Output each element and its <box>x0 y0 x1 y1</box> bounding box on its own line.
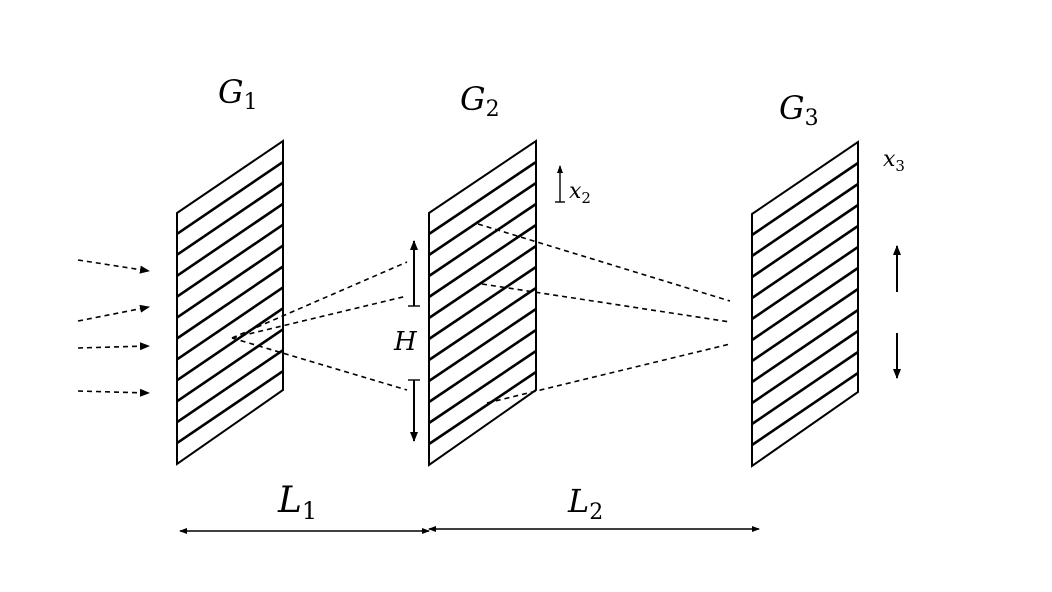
grating-g3-slit <box>751 245 859 321</box>
ray-g2-lower <box>486 343 731 404</box>
grating-g2-slit <box>428 160 537 236</box>
incident-ray-2 <box>77 304 150 322</box>
grating-g3-slit <box>751 308 859 384</box>
ray-g2-middle <box>481 283 731 323</box>
incident-ray-4 <box>77 388 150 397</box>
diffraction-rays-l2 <box>477 223 731 404</box>
grating-g1-slits <box>176 160 284 445</box>
grating-g1-slit <box>176 181 284 256</box>
x2-shift-marker: x2 <box>555 165 591 207</box>
grating-g3-slit <box>751 203 859 279</box>
h-label: H <box>393 327 418 357</box>
grating-g2-label: G2 <box>460 80 500 122</box>
distance-l2: L2 <box>428 482 760 532</box>
grating-g3-slit <box>751 266 859 342</box>
l2-label: L2 <box>567 482 603 525</box>
grating-g2 <box>428 139 537 467</box>
grating-g2-slit <box>428 181 537 257</box>
grating-g1-frame <box>176 139 284 466</box>
grating-g3-slit <box>751 224 859 300</box>
grating-g3-slits <box>751 161 859 447</box>
grating-g1 <box>176 139 284 466</box>
grating-g1-slit <box>176 307 284 382</box>
ray-g2-upper <box>477 223 731 302</box>
grating-g1-slit <box>176 328 284 403</box>
grating-g2-slit <box>428 202 537 278</box>
ray-g1-middle <box>231 295 408 339</box>
grating-g3-slit <box>751 371 859 447</box>
distance-l1: L1 <box>179 480 430 534</box>
l1-label: L1 <box>277 480 317 525</box>
grating-g3-slit <box>751 161 859 237</box>
ray-g1-upper <box>231 261 408 339</box>
grating-g2-slit <box>428 265 537 341</box>
grating-g2-slit <box>428 328 537 404</box>
grating-g1-slit <box>176 202 284 277</box>
incident-ray-1 <box>77 259 150 274</box>
diffraction-rays-l1 <box>231 261 408 391</box>
grating-g2-slits <box>428 160 537 446</box>
x3-shift-marker: x3 <box>883 147 905 379</box>
grating-g2-slit <box>428 244 537 320</box>
h-separation-marker: H <box>393 240 420 442</box>
x3-label: x3 <box>883 147 905 175</box>
grating-g1-slit <box>176 349 284 424</box>
ray-g1-lower <box>231 337 408 391</box>
grating-g2-slit <box>428 349 537 425</box>
grating-g1-slit <box>176 160 284 235</box>
grating-g1-slit <box>176 244 284 319</box>
grating-g1-slit <box>176 370 284 445</box>
grating-g3-slit <box>751 182 859 258</box>
grating-g1-slit <box>176 286 284 361</box>
grating-g3-slit <box>751 287 859 363</box>
grating-g2-slit <box>428 223 537 299</box>
incident-beam <box>77 259 150 397</box>
grating-g1-label: G1 <box>218 73 258 115</box>
grating-g3-label: G3 <box>779 89 819 131</box>
grating-g1-slit <box>176 265 284 340</box>
grating-g3-slit <box>751 329 859 405</box>
grating-g1-slit <box>176 223 284 298</box>
x2-label: x2 <box>569 179 591 207</box>
grating-g2-slit <box>428 307 537 383</box>
grating-g3 <box>751 140 859 468</box>
grating-g2-slit <box>428 286 537 362</box>
incident-ray-3 <box>77 342 150 351</box>
grating-g2-slit <box>428 370 537 446</box>
grating-g3-slit <box>751 350 859 426</box>
